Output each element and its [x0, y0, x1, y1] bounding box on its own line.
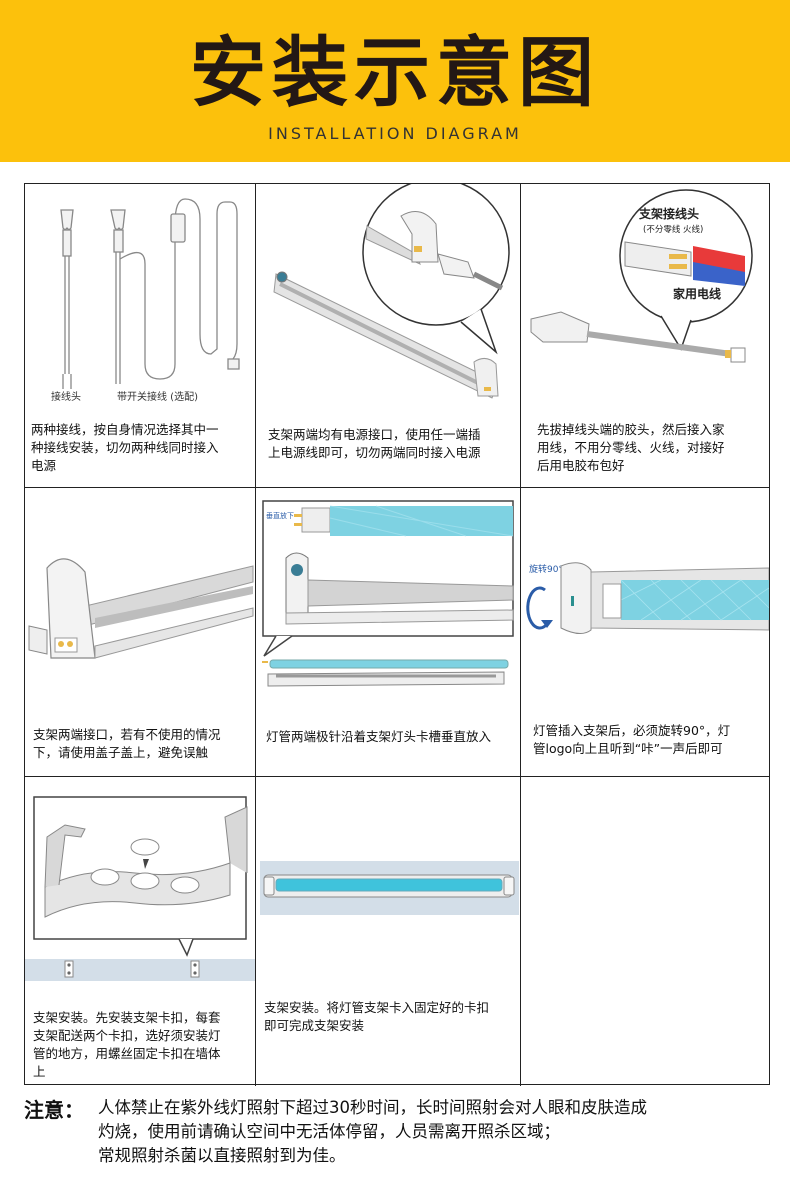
- caption-line: 管logo向上且听到“咔”一声后即可: [533, 741, 723, 756]
- label-no-polarity: (不分零线 火线): [643, 224, 703, 235]
- bracket-mount-illustration: [260, 861, 519, 915]
- label-plug-switch: 带开关接线 (选配): [117, 390, 198, 403]
- step-cell-wire-connection: 支架接线头 (不分零线 火线) 家用电线 先拔掉线头端的胶头，然后接入家 用线，…: [521, 184, 769, 488]
- notice-line: 常规照射杀菌以直接照射到为佳。: [98, 1146, 346, 1165]
- caption-line: 后用电胶布包好: [537, 458, 625, 473]
- caption-line: 支架配送两个卡扣，选好须安装灯: [33, 1028, 221, 1043]
- installation-grid: 接线头 带开关接线 (选配) 两种接线，按自身情况选择其中一 种接线安装，切勿两…: [24, 183, 770, 1086]
- caption-line: 支架安装。将灯管支架卡入固定好的卡扣: [264, 1000, 490, 1015]
- label-vertical-insert: 垂直放下: [266, 511, 294, 520]
- caption-line: 上: [33, 1064, 46, 1079]
- notice-line: 灼烧，使用前请确认空间中无活体停留，人员需离开照杀区域；: [98, 1122, 560, 1141]
- caption-line: 先拔掉线头端的胶头，然后接入家: [537, 422, 725, 437]
- notice-label: 注意：: [24, 1098, 84, 1122]
- insert-tube-illustration: 垂直放下: [262, 500, 514, 687]
- power-ports-illustration: [273, 184, 510, 399]
- caption-line: 支架安装。先安装支架卡扣，每套: [33, 1010, 221, 1025]
- clip-install-illustration: [25, 796, 255, 981]
- label-plug-only: 接线头: [51, 390, 81, 403]
- step-cell-power-ports: 支架两端均有电源接口，使用任一端插 上电源线即可，切勿两端同时接入电源: [256, 184, 521, 488]
- wiring-options-illustration: 接线头 带开关接线 (选配): [51, 198, 240, 403]
- label-bracket-connector: 支架接线头: [638, 206, 699, 221]
- step-cell-insert-tube: 垂直放下 灯管两端极针沿着支架灯头卡槽垂直放入: [256, 488, 521, 777]
- caption-line: 管的地方，用螺丝固定卡扣在墙体: [33, 1046, 221, 1061]
- caption-line: 支架两端均有电源接口，使用任一端插: [268, 427, 481, 442]
- caption-line: 种接线安装，切勿两种线同时接入: [31, 440, 219, 455]
- caption-line: 电源: [31, 458, 57, 473]
- page-title: 安装示意图: [190, 28, 600, 117]
- step-cell-clip-install: 支架安装。先安装支架卡扣，每套 支架配送两个卡扣，选好须安装灯 管的地方，用螺丝…: [25, 777, 256, 1086]
- page-subtitle: INSTALLATION DIAGRAM: [268, 124, 522, 143]
- step-cell-rotate-tube: 旋转90° 灯管插入支架后，必须旋转90°，灯 管logo向上且听到“咔”一声后…: [521, 488, 769, 777]
- label-household-wire: 家用电线: [673, 286, 721, 301]
- wire-connection-illustration: 支架接线头 (不分零线 火线) 家用电线: [530, 189, 753, 363]
- step-cell-bracket-mount: 支架安装。将灯管支架卡入固定好的卡扣 即可完成支架安装: [256, 777, 521, 1086]
- caption-line: 灯管插入支架后，必须旋转90°，灯: [533, 723, 731, 738]
- caption-line: 支架两端接口，若有不使用的情况: [33, 727, 221, 742]
- step-cell-wiring-options: 接线头 带开关接线 (选配) 两种接线，按自身情况选择其中一 种接线安装，切勿两…: [25, 184, 256, 488]
- caption-line: 两种接线，按自身情况选择其中一: [31, 422, 219, 437]
- caption-line: 下，请使用盖子盖上，避免误触: [33, 745, 209, 760]
- step-cell-port-cover: 支架两端接口，若有不使用的情况 下，请使用盖子盖上，避免误触: [25, 488, 256, 777]
- rotate-tube-illustration: 旋转90°: [526, 562, 769, 634]
- caption-line: 灯管两端极针沿着支架灯头卡槽垂直放入: [266, 729, 492, 744]
- caption-line: 即可完成支架安装: [264, 1018, 365, 1033]
- step-cell-empty: [521, 777, 769, 1086]
- caption-line: 上电源线即可，切勿两端同时接入电源: [268, 445, 481, 460]
- caption-line: 用线，不用分零线、火线，对接好: [537, 440, 725, 455]
- notice-line: 人体禁止在紫外线灯照射下超过30秒时间，长时间照射会对人眼和皮肤造成: [98, 1098, 647, 1117]
- port-cover-illustration: [28, 558, 254, 659]
- header-banner: 安装示意图 INSTALLATION DIAGRAM: [0, 0, 790, 162]
- label-rotate: 旋转90°: [529, 563, 563, 575]
